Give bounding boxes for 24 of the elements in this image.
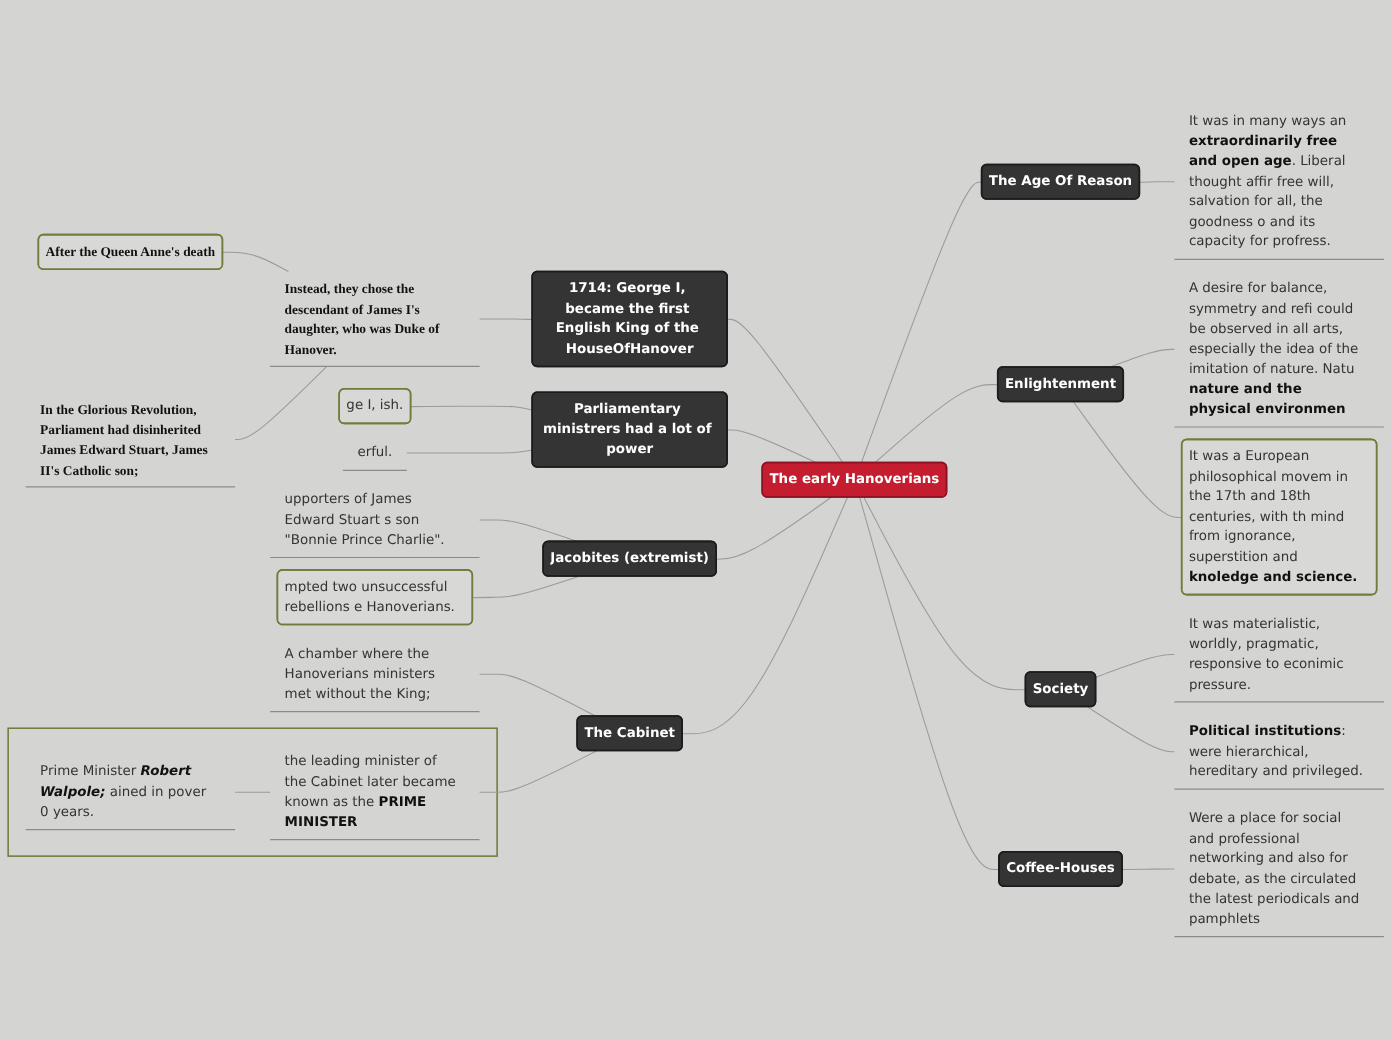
connector bbox=[479, 318, 534, 320]
connector bbox=[479, 519, 580, 543]
connector bbox=[859, 496, 1000, 870]
connector bbox=[410, 405, 534, 411]
cluster bbox=[7, 727, 498, 857]
connector bbox=[222, 251, 289, 272]
connector bbox=[874, 383, 999, 464]
connector bbox=[1122, 868, 1175, 870]
connector bbox=[234, 365, 328, 440]
connector bbox=[1108, 348, 1175, 368]
connector bbox=[682, 496, 848, 734]
connector bbox=[479, 673, 597, 717]
connector bbox=[727, 318, 844, 464]
connector bbox=[1139, 180, 1175, 183]
connector bbox=[727, 429, 818, 464]
connector bbox=[716, 496, 832, 560]
connector bbox=[479, 750, 597, 793]
connector bbox=[860, 181, 983, 464]
connector bbox=[472, 575, 580, 598]
connector bbox=[863, 496, 1027, 690]
connector bbox=[1087, 706, 1175, 752]
connector bbox=[234, 791, 271, 793]
connector bbox=[1073, 401, 1183, 518]
connector bbox=[1095, 653, 1175, 678]
